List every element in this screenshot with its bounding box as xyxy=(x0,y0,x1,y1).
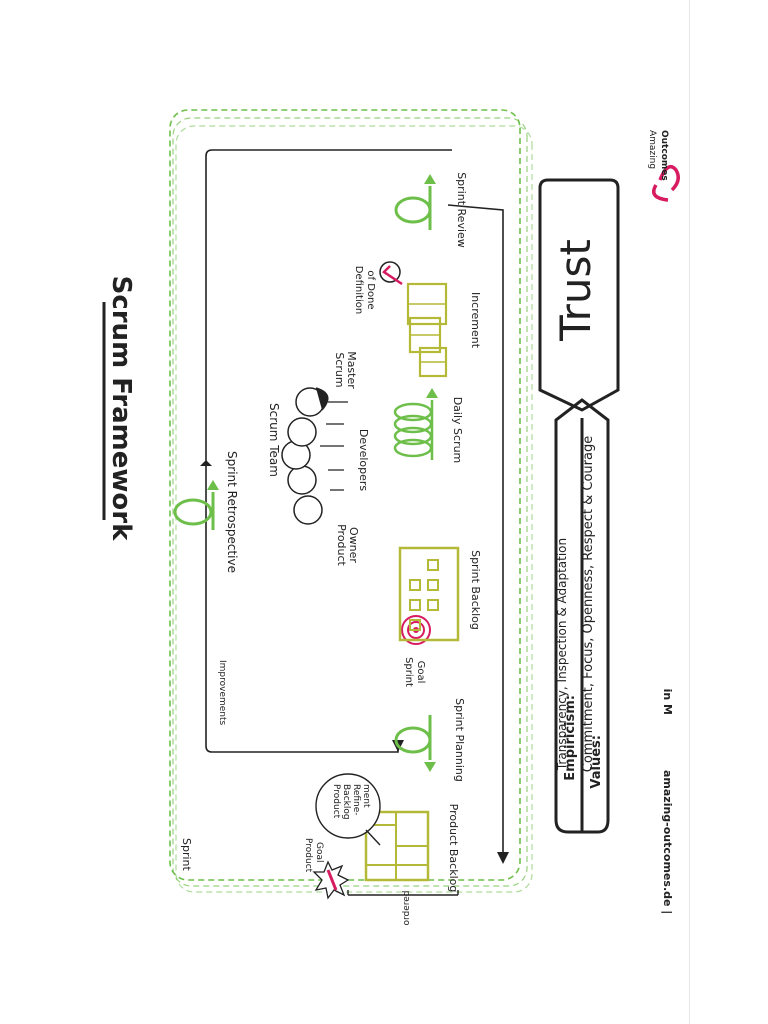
sprint-label: Sprint xyxy=(180,838,193,872)
brand-name-2: Outcomes xyxy=(659,130,669,181)
footer-url: amazing-outcomes.de | xyxy=(661,770,674,914)
sprint-backlog xyxy=(398,546,460,642)
sprint-backlog-label: Sprint Backlog xyxy=(469,550,482,630)
footer-social: in M xyxy=(661,689,674,715)
empiricism-label: Empiricism: xyxy=(563,695,578,781)
sprint-planning-loop xyxy=(394,715,436,772)
sprint-review-loop xyxy=(394,174,436,230)
refinement-bubble-tail xyxy=(365,829,381,846)
loop-arrowhead-retro xyxy=(200,460,212,466)
product-goal-label-2: Goal xyxy=(314,842,324,863)
sprint-goal-label-2: Goal xyxy=(415,661,426,684)
product-owner-label-2: Owner xyxy=(347,527,360,563)
refinement-line-2: Backlog xyxy=(341,784,351,820)
empiricism-text: Transparency, Inspection & Adaptation xyxy=(555,538,569,771)
refinement-line-4: ment xyxy=(361,784,371,808)
scrum-team-label: Scrum Team xyxy=(267,403,281,477)
daily-scrum-loop xyxy=(393,388,438,460)
scrum-master-label-2: Master xyxy=(345,351,358,389)
daily-scrum-label: Daily Scrum xyxy=(451,397,464,464)
sprint-goal-label-1: Sprint xyxy=(403,657,414,687)
increment-label: Increment xyxy=(469,292,482,349)
backlog-return-arrowhead xyxy=(497,852,509,864)
sprint-retrospective-loop xyxy=(173,480,219,530)
values-box xyxy=(554,398,610,834)
sprint-frame xyxy=(169,109,521,881)
product-goal-label-1: Product xyxy=(303,838,313,873)
improvements-label: Improvements xyxy=(217,660,227,726)
trust-label: Trust xyxy=(551,239,600,342)
values-text: Commitment, Focus, Openness, Respect & C… xyxy=(581,436,596,772)
refinement-line-3: Refine- xyxy=(351,784,361,816)
refinement-line-1: Product xyxy=(331,784,341,819)
sprint-frame-2 xyxy=(172,117,528,887)
page-edge-line xyxy=(689,0,690,1024)
sprint-planning-label: Sprint Planning xyxy=(453,698,466,782)
values-label: Values: xyxy=(589,735,604,789)
dod-label-1: Definition xyxy=(353,266,364,314)
product-backlog-label: Product Backlog xyxy=(447,804,460,893)
dod-label-2: of Done xyxy=(365,270,376,309)
scrum-team-people xyxy=(281,387,348,525)
sprint-review-label: Sprint Review xyxy=(455,172,468,248)
definition-of-done-check xyxy=(379,261,403,286)
sprint-retrospective-label: Sprint Retrospective xyxy=(225,451,239,573)
scrum-master-label-1: Scrum xyxy=(333,352,346,387)
developers-label: Developers xyxy=(357,429,370,492)
brand-name-1: Amazing xyxy=(647,130,657,169)
increment-gifts xyxy=(406,282,448,378)
product-goal-star xyxy=(312,860,350,900)
backlog-return-arrow xyxy=(447,204,504,860)
product-owner-label-1: Product xyxy=(335,524,348,566)
amazing-outcomes-logo xyxy=(652,164,680,202)
improvements-loop xyxy=(205,149,452,753)
ordered-label: ordered xyxy=(402,890,412,925)
refinement-bubble xyxy=(315,773,381,839)
trust-arrow xyxy=(538,178,620,412)
diagram-title: Scrum Framework xyxy=(106,276,136,542)
